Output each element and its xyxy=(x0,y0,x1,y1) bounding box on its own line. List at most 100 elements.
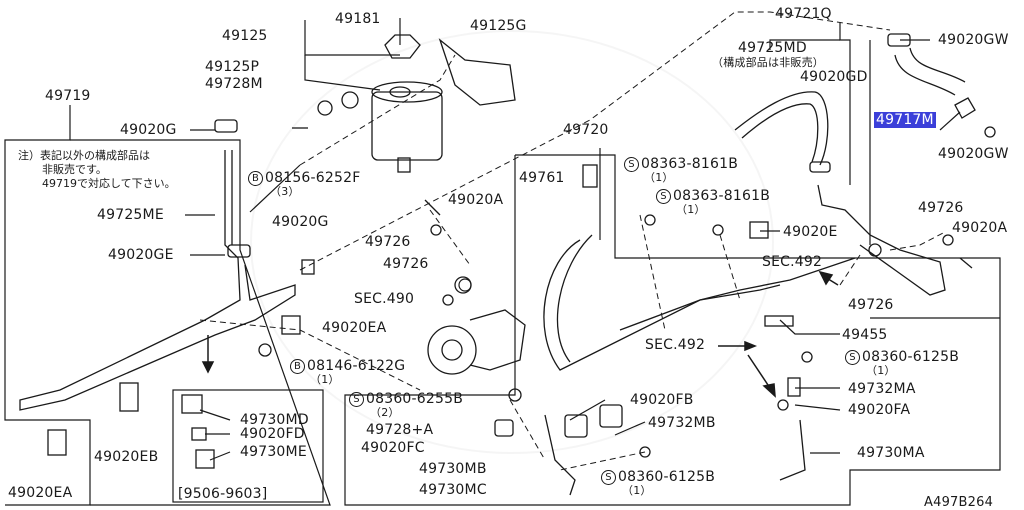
label-49020GD: 49020GD xyxy=(800,69,868,85)
arrow-down-left-head xyxy=(201,361,215,374)
leader-bolt-08156 xyxy=(249,164,301,213)
leader-49020FB xyxy=(569,399,606,421)
note-block: 注）表記以外の構成部品は非販売です。49719で対応して下さい。 xyxy=(18,149,176,191)
leader-49730MD xyxy=(199,409,231,421)
leader-49020FA xyxy=(794,404,841,411)
label-49020FB: 49020FB xyxy=(630,392,694,408)
screw-08363-a xyxy=(644,214,656,226)
washer-49726-a xyxy=(430,224,442,236)
leader-49730ME xyxy=(209,451,231,461)
bolt-08146 xyxy=(258,343,272,357)
note-line1: 注）表記以外の構成部品は xyxy=(18,149,150,162)
frame-date-range-box xyxy=(172,389,324,503)
label-49717M: 49717M xyxy=(874,112,936,128)
reservoir-body xyxy=(371,91,443,161)
dashed-49020A xyxy=(429,209,471,266)
label-49730MA: 49730MA xyxy=(857,445,925,461)
clip-49020EB xyxy=(119,382,139,412)
dashed-screw-a xyxy=(639,214,666,331)
reservoir-top xyxy=(371,81,443,103)
grommet-49728M xyxy=(317,100,333,116)
clip-49020FA xyxy=(777,399,789,411)
reservoir-neck xyxy=(389,86,411,98)
clip-49020EA-low xyxy=(47,429,67,456)
label-49725MD-subnote: （構成部品は非販売） xyxy=(712,56,824,69)
label-49732MB: 49732MB xyxy=(648,415,716,431)
arrow-sec492-a-head xyxy=(818,270,834,286)
label-49455: 49455 xyxy=(842,327,888,343)
clip-49020EA-mid xyxy=(281,315,301,335)
return-tube-right xyxy=(817,184,946,296)
label-49726-a: 49726 xyxy=(365,234,411,250)
qty-screw-08360-6125-b: （1） xyxy=(622,484,652,497)
hose-49725MD xyxy=(734,91,829,166)
circle-prefix-s: S xyxy=(624,157,639,172)
pump-body xyxy=(469,309,526,371)
label-49020EB: 49020EB xyxy=(94,449,159,465)
label-49020E: 49020E xyxy=(783,224,838,240)
reservoir-cap-49181 xyxy=(384,34,421,59)
bracket-49730MB-MC xyxy=(544,414,576,496)
note-line2: 非販売です。 xyxy=(42,163,107,176)
leader-49721Q xyxy=(839,22,851,185)
frame-49719-right xyxy=(70,139,331,506)
circle-ref-a-right xyxy=(984,126,996,138)
hose-49717M-inner xyxy=(909,47,966,83)
leader-49455 xyxy=(779,319,840,335)
label-49721Q: 49721Q xyxy=(775,6,832,22)
arrow-down-right-head xyxy=(762,383,776,398)
clip-49020FD xyxy=(191,427,207,441)
label-49726-b: 49726 xyxy=(383,256,429,272)
label-49020EA-low: 49020EA xyxy=(8,485,73,501)
grommet-49020FB xyxy=(599,404,623,428)
grommet-49125P xyxy=(341,91,359,109)
dashed-screw-6125b xyxy=(559,451,646,471)
reservoir-outlet xyxy=(397,157,411,173)
label-49725ME: 49725ME xyxy=(97,207,164,223)
clamp-49020G-mid xyxy=(301,259,315,275)
label-49725MD: 49725MD xyxy=(738,40,807,56)
label-49181: 49181 xyxy=(335,11,381,27)
pressure-tube xyxy=(619,257,856,331)
label-49020A-mid: 49020A xyxy=(448,192,504,208)
pump-pulley xyxy=(427,325,477,375)
qty-bolt-08156: （3） xyxy=(270,185,300,198)
qty-screw-08363-a: （1） xyxy=(644,171,674,184)
label-49726-c: 49726 xyxy=(918,200,964,216)
clip-49020GW-low xyxy=(954,97,976,119)
washer-49726-d xyxy=(868,243,882,257)
label-sec490: SEC.490 xyxy=(354,291,415,307)
bracket-49730ME xyxy=(195,449,215,469)
clamp-49020GE xyxy=(227,244,251,258)
label-49020A-right: 49020A xyxy=(952,220,1008,236)
clamp-49020GD xyxy=(809,161,831,173)
bracket-49730MD xyxy=(181,394,203,414)
bracket-49125G xyxy=(438,38,516,106)
note-line3: 49719で対応して下さい。 xyxy=(42,177,176,190)
washer-49726-c xyxy=(942,234,954,246)
label-49020G-mid: 49020G xyxy=(272,214,329,230)
washer-49726-b xyxy=(442,294,454,306)
switch-49761 xyxy=(582,164,598,188)
circle-prefix-b: B xyxy=(248,171,263,186)
grommet-49732MB xyxy=(564,414,588,438)
screw-08360-6255 xyxy=(508,388,522,402)
leader-49725MD xyxy=(769,39,840,50)
label-49020FA: 49020FA xyxy=(848,402,911,418)
screw-08363-b xyxy=(712,224,724,236)
hose-49717M xyxy=(894,54,956,96)
pressure-hose-49720-inner xyxy=(556,234,593,363)
label-49728A: 49728+A xyxy=(366,422,434,438)
label-49726-d: 49726 xyxy=(848,297,894,313)
grommet-49732MA xyxy=(787,377,801,397)
label-sec492-b: SEC.492 xyxy=(645,337,706,353)
dashed-49726-lower xyxy=(839,254,861,286)
circle-prefix-s: S xyxy=(845,350,860,365)
